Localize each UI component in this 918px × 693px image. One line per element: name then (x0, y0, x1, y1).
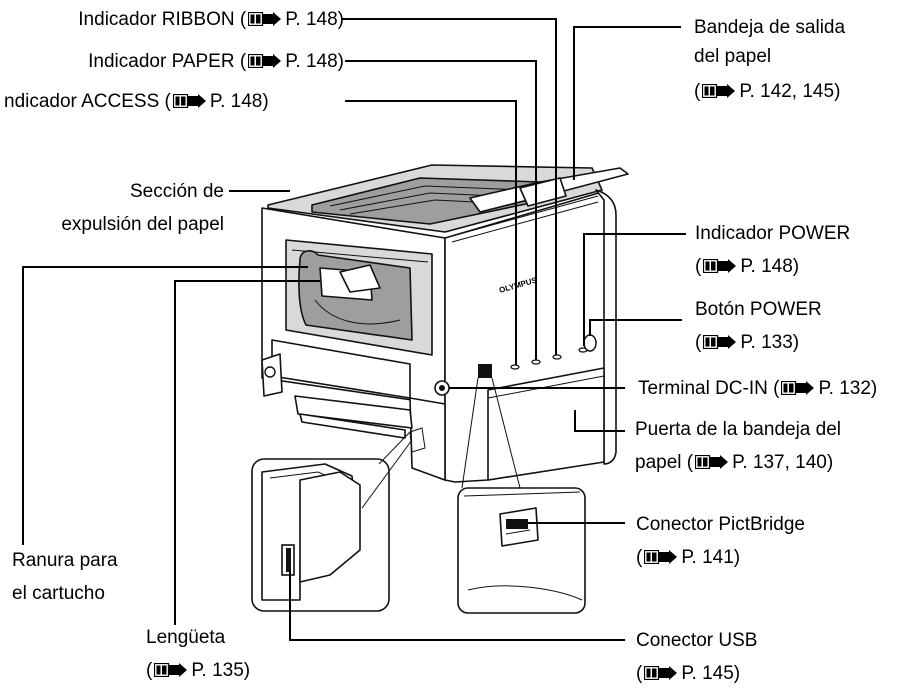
label-dcin-name: Terminal DC-IN ( (638, 378, 780, 399)
label-output-tray: Bandeja de salida del papel ( P. 142, 145… (694, 14, 845, 105)
label-ejection-line1: Sección de (129, 181, 224, 202)
label-usb-page: P. 145) (681, 663, 741, 684)
book-arrow-reference-icon (154, 662, 188, 677)
label-cartridge-slot: Ranura para el cartucho (12, 547, 118, 607)
book-arrow-reference-icon (644, 549, 678, 564)
label-tray-door-pre: papel ( (635, 452, 694, 473)
label-access-indicator: ndicador ACCESS ( P. 148) (4, 88, 269, 115)
label-tray-door-page: P. 137, 140) (732, 452, 834, 473)
label-output-tray-line2: del papel (694, 46, 772, 67)
label-dcin-terminal: Terminal DC-IN ( P. 132) (638, 375, 877, 402)
label-dcin-page: P. 132) (818, 378, 878, 399)
label-paper-name: Indicador PAPER ( (88, 51, 247, 72)
label-pictbridge-line1: Conector PictBridge (636, 514, 805, 535)
label-power-button: Botón POWER ( P. 133) (695, 296, 822, 356)
label-ribbon-page: P. 148) (285, 9, 344, 30)
book-arrow-reference-icon (172, 93, 206, 108)
label-ejection-line2: expulsión del papel (61, 214, 224, 235)
label-tab: Lengüeta ( P. 135) (146, 624, 250, 684)
book-arrow-reference-icon (248, 11, 282, 26)
label-ribbon-indicator: Indicador RIBBON ( P. 148) (8, 6, 344, 33)
book-arrow-reference-icon (703, 334, 737, 349)
label-pictbridge-pre: ( (636, 547, 643, 568)
label-ejection-section: Sección de expulsión del papel (0, 178, 224, 238)
label-usb-connector: Conector USB ( P. 145) (636, 627, 757, 687)
label-paper-tray-door: Puerta de la bandeja del papel ( P. 137, … (635, 416, 841, 476)
label-slot-line2: el cartucho (12, 583, 105, 604)
book-arrow-reference-icon (644, 665, 678, 680)
label-usb-pre: ( (636, 663, 643, 684)
book-arrow-reference-icon (703, 258, 737, 273)
book-arrow-reference-icon (248, 53, 282, 68)
label-power-indicator-pre: ( (695, 256, 702, 277)
label-power-indicator: Indicador POWER ( P. 148) (695, 220, 850, 280)
label-power-button-page: P. 133) (740, 332, 800, 353)
label-tab-pre: ( (146, 660, 153, 681)
label-paper-page: P. 148) (285, 51, 344, 72)
label-output-tray-pre: ( (694, 81, 701, 102)
label-power-button-pre: ( (695, 332, 702, 353)
label-power-indicator-line1: Indicador POWER (695, 223, 851, 244)
book-arrow-reference-icon (695, 454, 729, 469)
label-pictbridge-connector: Conector PictBridge ( P. 141) (636, 511, 805, 571)
label-tray-door-line1: Puerta de la bandeja del (635, 419, 841, 440)
leader-lines (22, 18, 686, 641)
label-pictbridge-page: P. 141) (681, 547, 741, 568)
label-access-name: ndicador ACCESS ( (4, 91, 171, 112)
book-arrow-reference-icon (702, 83, 736, 98)
printer-illustration: OLYMPUS (261, 164, 629, 483)
book-arrow-reference-icon (781, 380, 815, 395)
label-ribbon-name: Indicador RIBBON ( (78, 9, 247, 30)
label-slot-line1: Ranura para (12, 550, 118, 571)
label-output-tray-line1: Bandeja de salida (694, 17, 846, 38)
label-usb-line1: Conector USB (636, 630, 758, 651)
label-access-page: P. 148) (209, 91, 269, 112)
label-output-tray-page: P. 142, 145) (739, 81, 841, 102)
usb-detail-inset (251, 427, 426, 612)
label-tab-page: P. 135) (191, 660, 251, 681)
label-power-button-line1: Botón POWER (695, 299, 822, 320)
label-paper-indicator: Indicador PAPER ( P. 148) (8, 48, 344, 75)
label-power-indicator-page: P. 148) (740, 256, 800, 277)
label-tab-line1: Lengüeta (146, 627, 226, 648)
pictbridge-detail-inset (457, 377, 586, 614)
